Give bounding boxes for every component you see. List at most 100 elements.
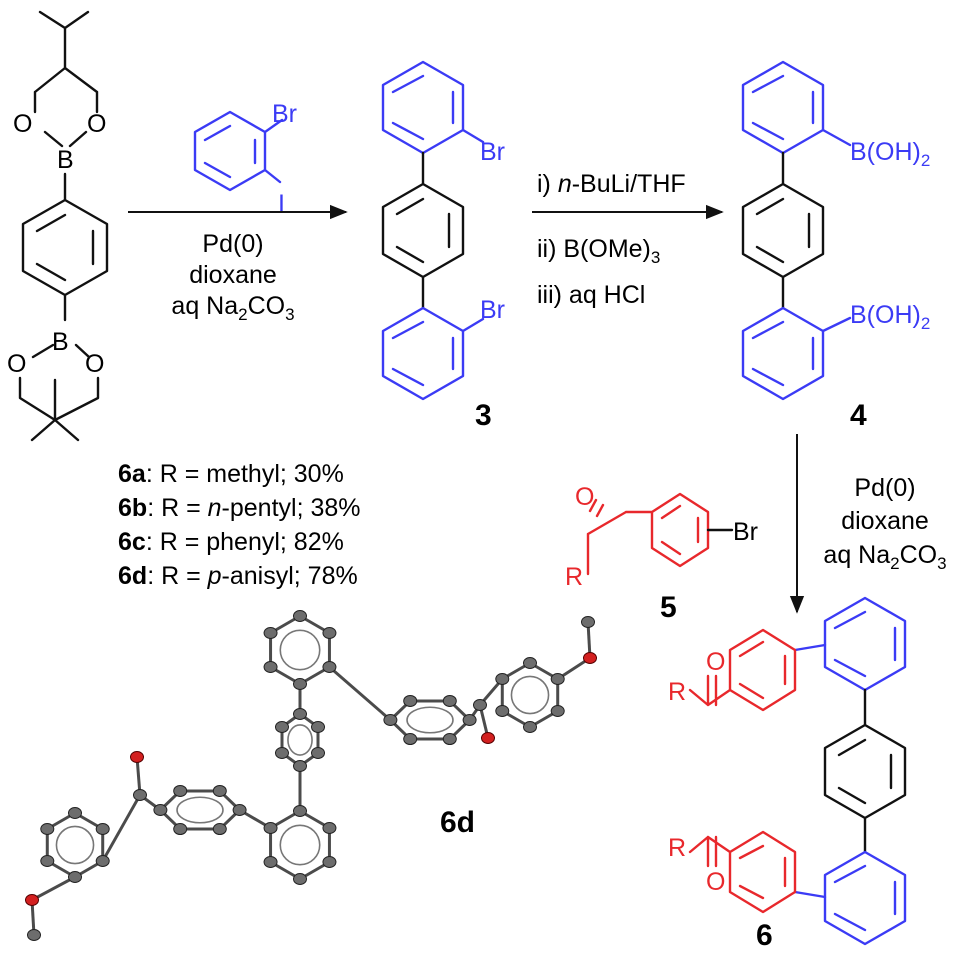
crystal-carbon-atom	[293, 678, 307, 690]
crystal-carbon-atom	[293, 760, 307, 772]
crystal-carbon-atom	[311, 747, 326, 759]
crystal-carbon-atom	[263, 661, 278, 673]
compound-3-structure: Br Br	[381, 60, 505, 401]
atom-br: Br	[733, 518, 758, 546]
step1-solvent: dioxane	[189, 261, 277, 289]
atom-r: R	[668, 834, 686, 862]
crystal-oxygen-atom	[25, 894, 39, 906]
atom-o: O	[706, 868, 725, 896]
crystal-carbon-atom	[495, 673, 510, 685]
crystal-carbon-atom	[293, 873, 307, 885]
atom-r: R	[565, 563, 583, 591]
atom-o: O	[13, 110, 32, 138]
step2-hydrolysis: iii) aq HCl	[537, 281, 645, 309]
crystal-carbon-atom	[322, 822, 337, 834]
crystal-carbon-atom	[95, 855, 110, 867]
crystal-carbon-atom	[212, 784, 227, 797]
atom-br: Br	[272, 100, 297, 128]
crystal-carbon-atom	[274, 747, 289, 759]
crystal-carbon-atom	[133, 789, 147, 801]
crystal-bond	[101, 794, 142, 862]
atom-o: O	[7, 350, 26, 378]
aromatic-ring-marker	[406, 706, 454, 734]
step3-base: aq Na2CO3	[823, 541, 946, 573]
atom-o: O	[706, 648, 725, 676]
starting-diboronate: O O B B O O	[7, 10, 109, 442]
compound-4-structure: B(OH)2 B(OH)2	[741, 60, 930, 401]
crystal-carbon-atom	[523, 721, 537, 733]
crystal-carbon-atom	[263, 856, 278, 868]
crystal-carbon-atom	[442, 694, 457, 707]
crystal-carbon-atom	[322, 856, 337, 868]
step1-conditions: Pd(0) dioxane aq Na2CO3	[171, 230, 294, 324]
crystal-carbon-atom	[550, 705, 565, 717]
yield-6b: 6b: R = n-pentyl; 38%	[118, 494, 361, 522]
crystal-carbon-atom	[473, 699, 487, 711]
step2-conditions: i) n-BuLi/THF ii) B(OMe)3 iii) aq HCl	[537, 170, 686, 309]
crystal-oxygen-atom	[130, 751, 144, 763]
atom-br: Br	[480, 138, 505, 166]
compound-5-label: 5	[660, 591, 677, 624]
atom-boh2: B(OH)2	[850, 301, 930, 333]
crystal-carbon-atom	[523, 657, 537, 669]
aromatic-ring-marker	[279, 629, 321, 671]
crystal-carbon-atom	[581, 616, 595, 628]
atom-br: Br	[480, 296, 505, 324]
crystal-carbon-atom	[274, 721, 289, 733]
aromatic-ring-marker	[279, 824, 321, 866]
crystal-carbon-atom	[212, 823, 227, 836]
aromatic-ring-marker	[55, 825, 95, 865]
aromatic-ring-marker	[287, 724, 313, 756]
crystal-carbon-atom	[40, 855, 55, 867]
crystal-bond	[328, 665, 392, 722]
reagent-bromoiodobenzene: Br I	[193, 100, 297, 218]
crystal-carbon-atom	[311, 721, 326, 733]
atom-i: I	[278, 190, 285, 218]
yield-6d: 6d: R = p-anisyl; 78%	[118, 562, 358, 590]
compound-3-label: 3	[475, 399, 492, 432]
crystal-bond	[586, 621, 592, 659]
step1-catalyst: Pd(0)	[202, 230, 263, 258]
crystal-carbon-atom	[462, 714, 477, 726]
aromatic-ring-marker	[510, 675, 550, 715]
crystal-carbon-atom	[173, 823, 188, 836]
crystal-carbon-atom	[232, 804, 247, 816]
atom-o: O	[85, 350, 104, 378]
atom-o: O	[575, 483, 594, 511]
compound-5-structure: Br O R	[565, 483, 758, 591]
step3-solvent: dioxane	[841, 507, 929, 535]
crystal-carbon-atom	[95, 823, 110, 835]
crystal-carbon-atom	[403, 694, 418, 707]
aromatic-ring-marker	[176, 796, 224, 824]
atom-boh2: B(OH)2	[850, 138, 930, 170]
atom-b: B	[57, 146, 74, 174]
crystal-bond	[135, 756, 142, 796]
compound-6-structure: O R O R	[668, 596, 907, 946]
step1-base: aq Na2CO3	[171, 292, 294, 324]
crystal-carbon-atom	[322, 661, 337, 673]
crystal-carbon-atom	[68, 807, 82, 819]
crystal-carbon-atom	[293, 805, 307, 817]
crystal-carbon-atom	[173, 784, 188, 797]
crystal-carbon-atom	[153, 804, 168, 816]
crystal-carbon-atom	[403, 733, 418, 746]
compound-4-label: 4	[850, 399, 867, 432]
yields-list: 6a: R = methyl; 30% 6b: R = n-pentyl; 38…	[118, 460, 361, 590]
crystal-carbon-atom	[550, 673, 565, 685]
crystal-carbon-atom	[27, 929, 41, 941]
step2-borate: ii) B(OMe)3	[537, 235, 660, 267]
atom-r: R	[668, 678, 686, 706]
crystal-carbon-atom	[442, 733, 457, 746]
crystal-carbon-atom	[68, 871, 82, 883]
crystal-carbon-atom	[263, 822, 278, 834]
crystal-carbon-atom	[322, 627, 337, 639]
crystal-carbon-atom	[293, 708, 307, 720]
crystal-oxygen-atom	[583, 652, 597, 664]
step3-conditions: Pd(0) dioxane aq Na2CO3	[823, 474, 946, 573]
step3-catalyst: Pd(0)	[854, 474, 915, 502]
step2-lithiation: i) n-BuLi/THF	[537, 170, 686, 198]
crystal-carbon-atom	[495, 705, 510, 717]
yield-6a: 6a: R = methyl; 30%	[118, 460, 344, 488]
crystal-oxygen-atom	[481, 732, 495, 744]
